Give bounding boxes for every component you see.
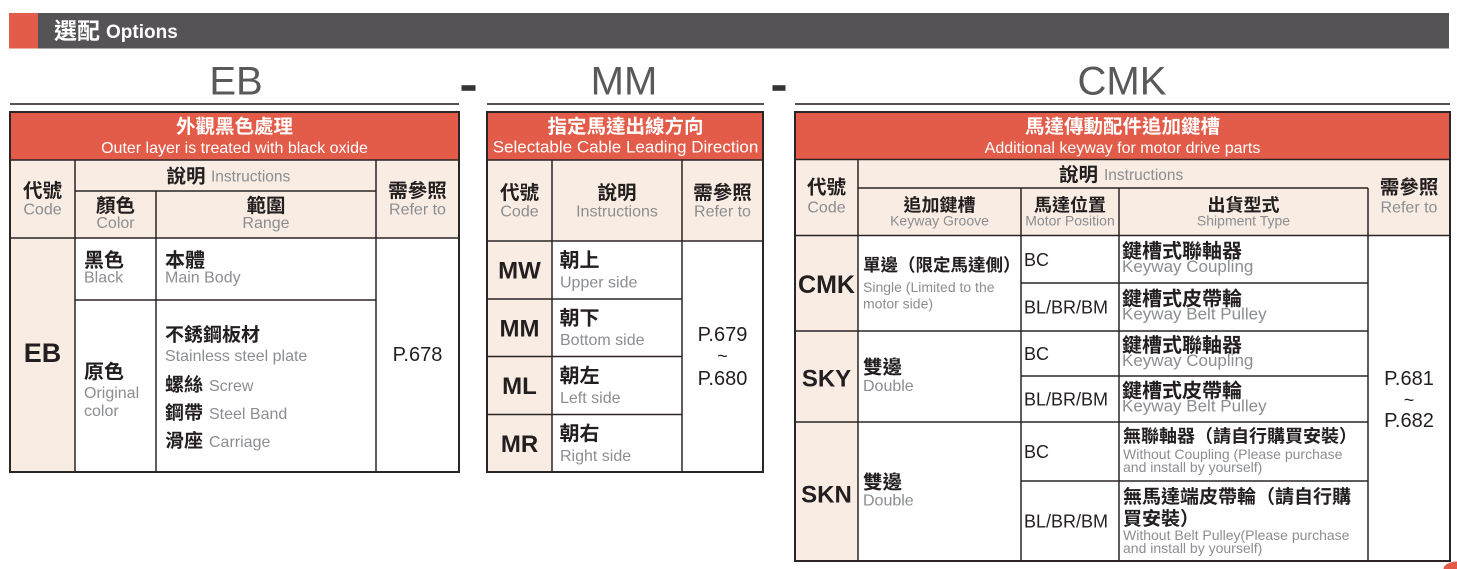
svg-text:Keyway Groove: Keyway Groove bbox=[890, 213, 989, 229]
svg-text:Keyway Belt Pulley: Keyway Belt Pulley bbox=[1122, 397, 1267, 416]
svg-text:SKN: SKN bbox=[801, 482, 852, 509]
svg-text:Range: Range bbox=[242, 215, 289, 232]
svg-text:Keyway Coupling: Keyway Coupling bbox=[1122, 351, 1253, 370]
svg-text:motor side): motor side) bbox=[863, 296, 933, 312]
svg-text:P.678: P.678 bbox=[393, 344, 443, 366]
svg-text:Refer to: Refer to bbox=[389, 202, 446, 219]
svg-text:Instructions: Instructions bbox=[1104, 167, 1184, 184]
svg-text:Additional keyway for motor dr: Additional keyway for motor drive parts bbox=[985, 140, 1261, 157]
svg-text:Double: Double bbox=[863, 493, 914, 510]
svg-text:Left side: Left side bbox=[560, 390, 621, 407]
svg-text:Black: Black bbox=[84, 270, 124, 287]
svg-text:CMK: CMK bbox=[1078, 60, 1167, 104]
svg-text:BC: BC bbox=[1024, 344, 1049, 364]
svg-text:EB: EB bbox=[209, 60, 262, 104]
svg-text:EB: EB bbox=[24, 338, 62, 368]
svg-text:BL/BR/BM: BL/BR/BM bbox=[1024, 298, 1108, 318]
svg-text:Instructions: Instructions bbox=[211, 169, 291, 186]
svg-text:Refer to: Refer to bbox=[694, 204, 751, 221]
svg-text:MM: MM bbox=[500, 315, 540, 342]
svg-text:Refer to: Refer to bbox=[1381, 200, 1438, 217]
svg-text:Right side: Right side bbox=[560, 448, 631, 465]
svg-text:P.679: P.679 bbox=[698, 324, 748, 346]
svg-text:Outer layer is treated with bl: Outer layer is treated with black oxide bbox=[101, 140, 368, 157]
svg-text:Double: Double bbox=[863, 378, 914, 395]
svg-text:Main Body: Main Body bbox=[165, 270, 241, 287]
svg-text:Instructions: Instructions bbox=[576, 204, 658, 221]
svg-text:Stainless steel plate: Stainless steel plate bbox=[165, 348, 307, 365]
svg-text:Color: Color bbox=[96, 215, 135, 232]
svg-text:and install by yourself): and install by yourself) bbox=[1123, 540, 1262, 556]
svg-text:BC: BC bbox=[1024, 442, 1049, 462]
svg-text:Carriage: Carriage bbox=[209, 434, 270, 451]
svg-text:Upper side: Upper side bbox=[560, 275, 637, 292]
svg-text:Keyway Coupling: Keyway Coupling bbox=[1122, 257, 1253, 276]
svg-text:~: ~ bbox=[1404, 390, 1415, 410]
svg-text:Screw: Screw bbox=[209, 378, 254, 395]
svg-text:Single (Limited to the: Single (Limited to the bbox=[863, 279, 995, 295]
svg-text:P.680: P.680 bbox=[698, 368, 748, 390]
svg-text:BL/BR/BM: BL/BR/BM bbox=[1024, 390, 1108, 410]
svg-text:Options: Options bbox=[106, 22, 178, 43]
svg-text:~: ~ bbox=[717, 346, 728, 366]
svg-text:Keyway Belt Pulley: Keyway Belt Pulley bbox=[1122, 305, 1267, 324]
svg-text:Shipment Type: Shipment Type bbox=[1197, 213, 1290, 229]
svg-text:Bottom side: Bottom side bbox=[560, 332, 645, 349]
svg-text:MR: MR bbox=[501, 431, 538, 458]
svg-text:ML: ML bbox=[502, 373, 537, 400]
svg-text:BC: BC bbox=[1024, 250, 1049, 270]
svg-text:Without Coupling (Please purch: Without Coupling (Please purchase bbox=[1123, 446, 1343, 462]
svg-text:P.682: P.682 bbox=[1384, 410, 1434, 432]
svg-text:Code: Code bbox=[23, 202, 61, 219]
svg-text:and install by yourself): and install by yourself) bbox=[1123, 459, 1262, 475]
svg-text:Selectable Cable Leading Direc: Selectable Cable Leading Direction bbox=[493, 138, 759, 157]
svg-text:MM: MM bbox=[591, 60, 658, 104]
svg-text:BL/BR/BM: BL/BR/BM bbox=[1024, 512, 1108, 532]
svg-text:color: color bbox=[84, 403, 119, 420]
svg-text:Code: Code bbox=[500, 204, 538, 221]
svg-text:P.681: P.681 bbox=[1384, 368, 1434, 390]
svg-text:Original: Original bbox=[84, 385, 139, 402]
svg-text:Steel Band: Steel Band bbox=[209, 406, 287, 423]
svg-text:Code: Code bbox=[807, 200, 845, 217]
svg-text:Motor Position: Motor Position bbox=[1025, 213, 1114, 229]
svg-text:MW: MW bbox=[498, 258, 541, 285]
svg-text:SKY: SKY bbox=[802, 366, 851, 393]
svg-text:CMK: CMK bbox=[798, 271, 855, 299]
svg-text:Without Belt Pulley(Please pur: Without Belt Pulley(Please purchase bbox=[1123, 527, 1350, 543]
